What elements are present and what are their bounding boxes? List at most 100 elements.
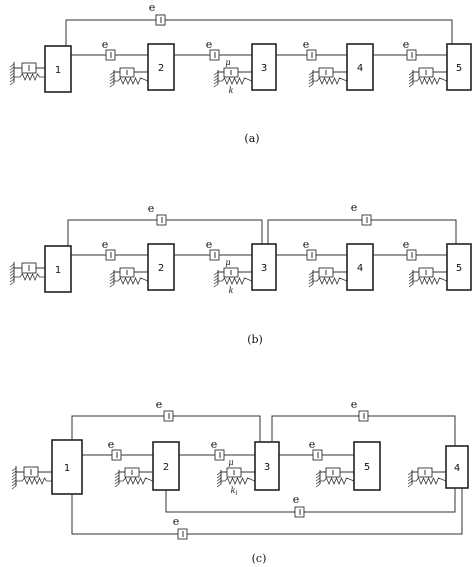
- coupling-label: e: [351, 398, 358, 411]
- ground-hatch: [109, 83, 115, 88]
- mu-label: μ: [228, 458, 233, 467]
- coupling-label: e: [102, 238, 109, 251]
- ground-hatch: [308, 74, 314, 79]
- mass-block-label: 3: [261, 63, 267, 74]
- ground-spring-icon: [313, 76, 348, 86]
- ground-hatch: [109, 283, 115, 288]
- mass-block: [446, 43, 472, 91]
- mass-block-label: 5: [364, 462, 370, 473]
- ground-hatch: [213, 74, 219, 79]
- ground-hatch: [216, 483, 222, 488]
- ground-hatch: [213, 83, 219, 88]
- ground-hatch: [408, 283, 414, 288]
- ground-hatch: [213, 71, 219, 76]
- coupling-link: e: [373, 238, 447, 261]
- ground-hatch: [408, 277, 414, 282]
- ground-hatch: [216, 480, 222, 485]
- ground-support: [315, 467, 355, 488]
- ground-hatch: [11, 485, 17, 490]
- ground-hatch: [109, 71, 115, 76]
- ground-support: μk: [213, 258, 253, 295]
- coupling-label: e: [211, 438, 218, 451]
- coupling-label: e: [206, 238, 213, 251]
- ground-hatch: [407, 483, 413, 488]
- ground-hatch: [114, 471, 120, 476]
- ground-hatch: [315, 477, 321, 482]
- ground-hatch: [109, 274, 115, 279]
- coupling-label: e: [156, 398, 163, 411]
- mass-block-label: 5: [456, 63, 462, 74]
- ground-hatch: [308, 80, 314, 85]
- ground-support: [109, 67, 149, 88]
- mass-block: [44, 245, 72, 293]
- ground-hatch: [9, 75, 15, 80]
- ground-support: [407, 467, 447, 488]
- mass-block-label: 4: [357, 263, 363, 274]
- ground-hatch: [109, 77, 115, 82]
- coupling-label: e: [102, 38, 109, 51]
- coupling-label: e: [293, 493, 300, 506]
- mass-block-label: 1: [55, 65, 61, 76]
- ground-hatch: [9, 269, 15, 274]
- mass-block-label: 1: [55, 265, 61, 276]
- ground-hatch: [9, 81, 15, 86]
- mass-block: [353, 441, 381, 491]
- coupling-link: e: [373, 38, 447, 61]
- ground-hatch: [213, 283, 219, 288]
- ground-spring-icon: [221, 476, 256, 486]
- ground-hatch: [408, 280, 414, 285]
- mu-label: μ: [225, 258, 230, 267]
- ground-hatch: [114, 474, 120, 479]
- mass-block: [346, 43, 374, 91]
- ground-hatch: [308, 77, 314, 82]
- mass-block-label: 2: [158, 263, 164, 274]
- mass-block: [445, 445, 469, 489]
- ground-hatch: [407, 471, 413, 476]
- ground-hatch: [213, 271, 219, 276]
- ground-hatch: [408, 74, 414, 79]
- ground-hatch: [408, 77, 414, 82]
- ground-hatch: [216, 474, 222, 479]
- ground-hatch: [109, 280, 115, 285]
- coupling-link: e: [276, 238, 347, 261]
- ground-hatch: [315, 471, 321, 476]
- ground-hatch: [213, 274, 219, 279]
- ground-hatch: [216, 471, 222, 476]
- ground-hatch: [9, 272, 15, 277]
- ground-hatch: [308, 283, 314, 288]
- ground-support: μ ki: [216, 458, 256, 497]
- ground-hatch: [216, 477, 222, 482]
- ground-spring-icon: [320, 476, 355, 486]
- coupling-label: e: [303, 38, 310, 51]
- coupling-link: e: [276, 38, 347, 61]
- ground-hatch: [308, 274, 314, 279]
- ground-spring-icon: [313, 276, 348, 286]
- k-subscript: i: [235, 490, 237, 497]
- mass-block: [251, 243, 277, 291]
- ground-support: μk: [213, 58, 253, 95]
- ground-hatch: [11, 476, 17, 481]
- ground-spring-icon: [413, 276, 448, 286]
- coupling-label: e: [403, 38, 410, 51]
- ground-hatch: [9, 281, 15, 286]
- ground-hatch: [407, 480, 413, 485]
- mass-block-label: 1: [64, 463, 70, 474]
- coupling-label: e: [206, 38, 213, 51]
- coupling-link: e: [174, 38, 252, 61]
- ground-spring-icon: [413, 76, 448, 86]
- ground-hatch: [408, 71, 414, 76]
- k-label: k: [229, 86, 234, 95]
- k-label: ki: [231, 486, 238, 497]
- mass-block: [446, 243, 472, 291]
- ground-hatch: [9, 66, 15, 71]
- mass-block: [346, 243, 374, 291]
- ground-support: [9, 62, 45, 86]
- ground-support: [11, 466, 52, 490]
- ground-hatch: [308, 71, 314, 76]
- ground-spring-icon: [16, 476, 52, 486]
- ground-hatch: [213, 277, 219, 282]
